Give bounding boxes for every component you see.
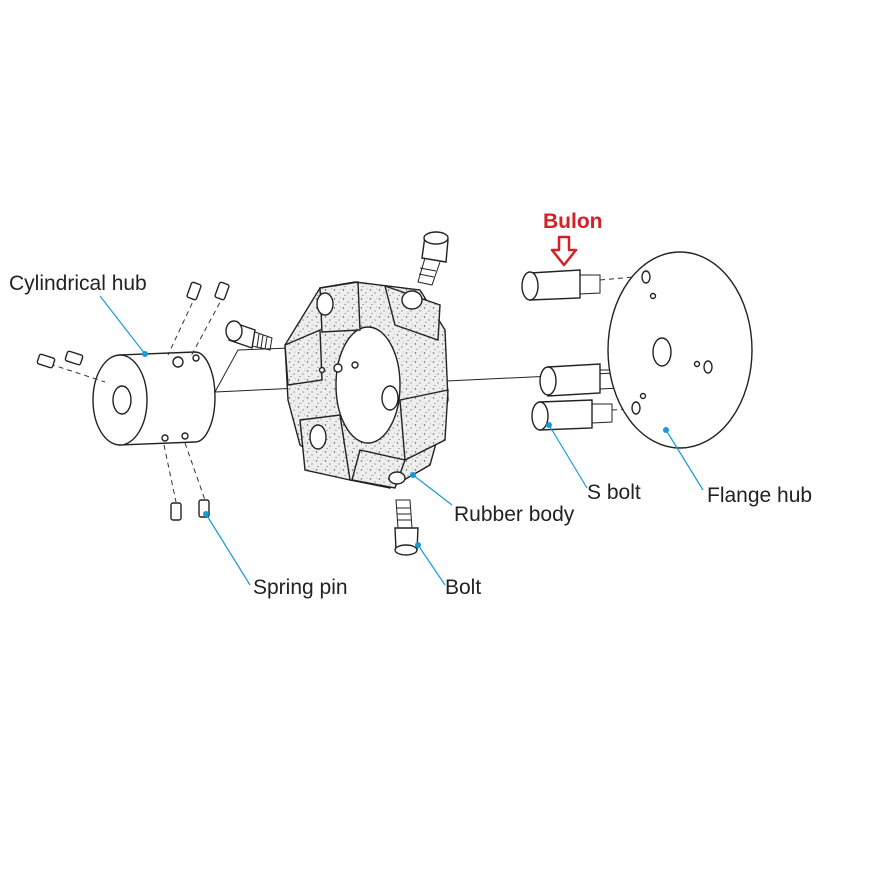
top-bolt [417,231,449,286]
cylindrical-hub [92,351,216,446]
cylindrical-hub-label: Cylindrical hub [9,272,147,295]
flange-hub-label: Flange hub [707,484,813,507]
rubber-body [284,281,449,489]
leader-lines [99,295,704,586]
hub-bolt [225,320,273,351]
s-bolt-label: S bolt [587,481,641,504]
bulon-annotation: Bulon [543,210,603,233]
spring-pin-label: Spring pin [253,576,348,599]
spring-pins [36,281,230,521]
bottom-bolt [394,499,419,556]
rubber-body-label: Rubber body [454,503,575,526]
bolt-label: Bolt [445,576,482,599]
flange-hub [607,251,753,449]
bulon-arrow [550,235,578,267]
